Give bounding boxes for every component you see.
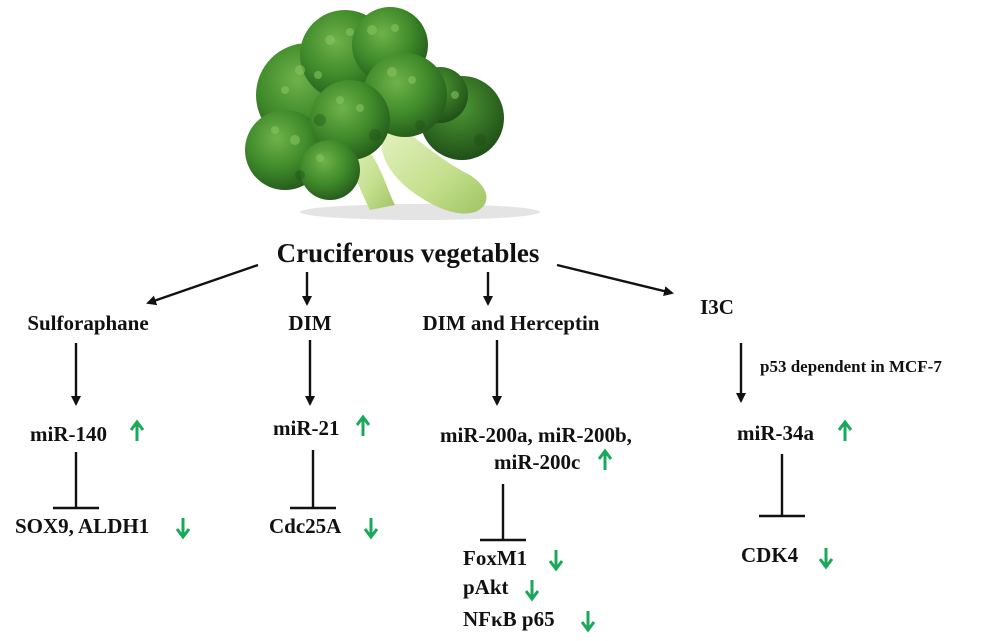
target-sox9-aldh1: SOX9, ALDH1: [15, 514, 149, 538]
mir34a-group: miR-34a: [737, 419, 853, 445]
inhibit-mir34a: [759, 454, 805, 518]
compound-i3c: I3C: [700, 295, 734, 319]
compound-dim-herceptin: DIM and Herceptin: [423, 311, 600, 335]
target-nfkb-p65: NFκB p65: [463, 607, 555, 631]
target-dim-group: Cdc25A: [269, 514, 379, 540]
inhibit-mir140: [53, 452, 99, 510]
root-label: Cruciferous vegetables: [277, 238, 540, 268]
target-cdk4: CDK4: [741, 543, 799, 567]
mirna-mir200-line2: miR-200c: [494, 450, 580, 474]
mirna-mir140: miR-140: [30, 422, 107, 446]
target-cdc25a: Cdc25A: [269, 514, 342, 538]
note-p53: p53 dependent in MCF-7: [760, 357, 942, 376]
green-down-arrow-icon: [524, 580, 540, 602]
mir140-group: miR-140: [30, 419, 145, 446]
target-foxm1: FoxM1: [463, 546, 527, 570]
broccoli-image: [245, 7, 540, 220]
target-i3c-group: CDK4: [741, 543, 834, 570]
green-up-arrow-icon: [129, 419, 145, 441]
arrow-root-i3c: [556, 263, 674, 296]
target-sulforaphane-group: SOX9, ALDH1: [15, 514, 191, 540]
green-down-arrow-icon: [363, 518, 379, 540]
green-down-arrow-icon: [175, 518, 191, 540]
green-up-arrow-icon: [837, 419, 853, 441]
mirna-mir200-line1: miR-200a, miR-200b,: [440, 423, 632, 447]
target-pakt: pAkt: [463, 575, 509, 599]
green-down-arrow-icon: [548, 550, 564, 572]
green-down-arrow-icon: [580, 611, 596, 633]
inhibit-mir21: [290, 450, 336, 510]
mirna-mir21: miR-21: [273, 416, 340, 440]
compound-sulforaphane: Sulforaphane: [27, 311, 148, 335]
mirna-mir34a: miR-34a: [737, 421, 814, 445]
green-up-arrow-icon: [597, 448, 613, 470]
target-dimh-group: FoxM1 pAkt NFκB p65: [463, 546, 596, 633]
inhibit-mir200: [480, 484, 526, 542]
mir21-group: miR-21: [273, 414, 371, 440]
arrow-root-sulforaphane: [146, 263, 259, 306]
green-down-arrow-icon: [818, 548, 834, 570]
compound-dim: DIM: [288, 311, 331, 335]
green-up-arrow-icon: [355, 414, 371, 436]
mir200-group: miR-200a, miR-200b, miR-200c: [440, 423, 632, 474]
